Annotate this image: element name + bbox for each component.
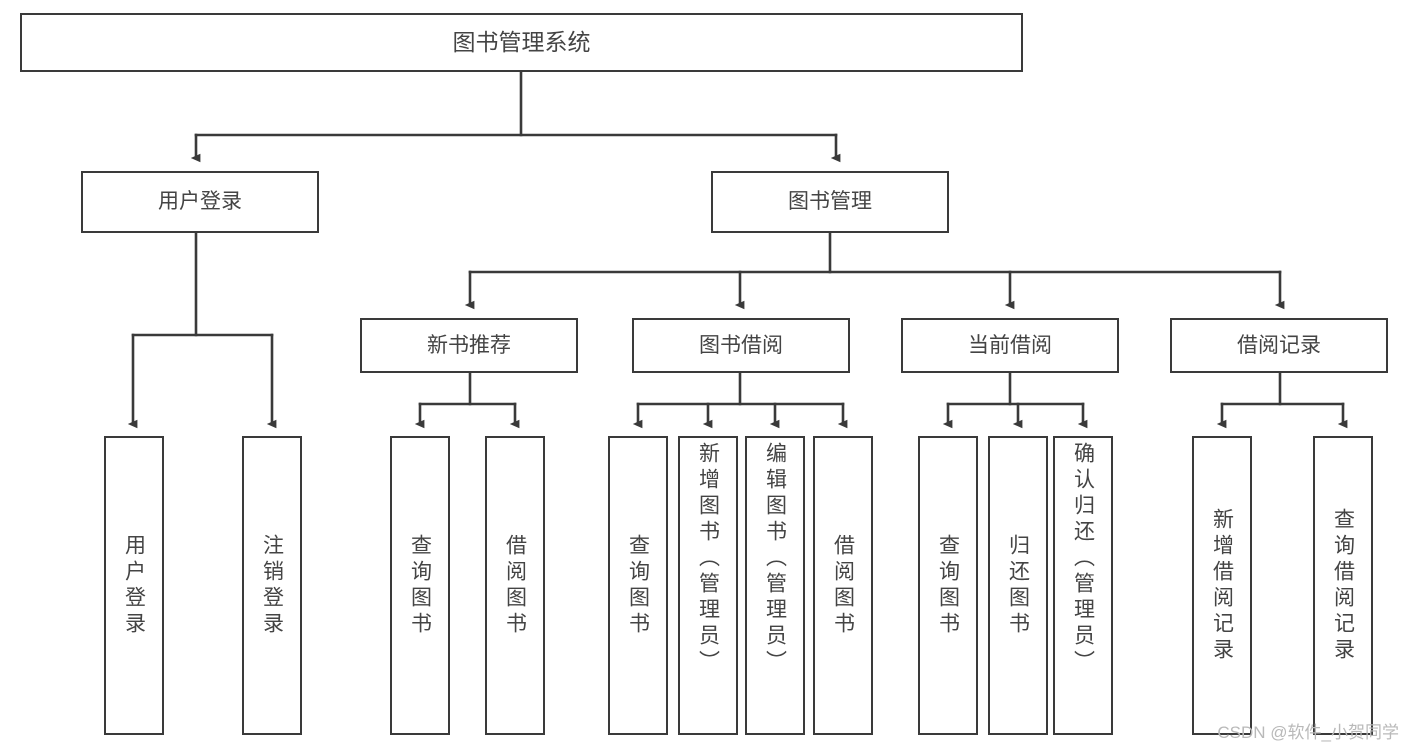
leaf-current-query-book-label: 查询图书	[936, 533, 960, 638]
node-new-book-recommend-label: 新书推荐	[427, 333, 511, 357]
leaf-borrow-edit-book-label: 编辑图书（管理员）	[763, 442, 787, 676]
node-book-management-label: 图书管理	[788, 190, 872, 214]
leaf-borrow-query-book-label: 查询图书	[626, 533, 650, 638]
leaf-borrow-query-book[interactable]: 查询图书	[608, 436, 668, 735]
node-user-login[interactable]: 用户登录	[81, 171, 319, 233]
leaf-borrow-add-book-label: 新增图书（管理员）	[696, 442, 720, 676]
node-current-borrow-label: 当前借阅	[968, 333, 1052, 357]
leaf-current-confirm-return-label: 确认归还（管理员）	[1071, 442, 1095, 676]
leaf-recommend-query-book-label: 查询图书	[408, 533, 432, 638]
leaf-record-query-label: 查询借阅记录	[1331, 507, 1355, 664]
leaf-current-return-book-label: 归还图书	[1006, 533, 1030, 638]
leaf-logout-label: 注销登录	[260, 533, 284, 638]
leaf-user-login-label: 用户登录	[122, 533, 146, 638]
leaf-borrow-edit-book[interactable]: 编辑图书（管理员）	[745, 436, 805, 735]
node-book-management[interactable]: 图书管理	[711, 171, 949, 233]
leaf-borrow-add-book[interactable]: 新增图书（管理员）	[678, 436, 738, 735]
csdn-watermark: CSDN @软件_小贺同学	[1217, 723, 1399, 742]
leaf-recommend-query-book[interactable]: 查询图书	[390, 436, 450, 735]
node-borrow-record[interactable]: 借阅记录	[1170, 318, 1388, 373]
leaf-current-query-book[interactable]: 查询图书	[918, 436, 978, 735]
leaf-record-query[interactable]: 查询借阅记录	[1313, 436, 1373, 735]
leaf-recommend-borrow-book[interactable]: 借阅图书	[485, 436, 545, 735]
leaf-borrow-borrow-book-label: 借阅图书	[831, 533, 855, 638]
node-current-borrow[interactable]: 当前借阅	[901, 318, 1119, 373]
leaf-current-return-book[interactable]: 归还图书	[988, 436, 1048, 735]
node-book-borrow-label: 图书借阅	[699, 333, 783, 357]
leaf-recommend-borrow-book-label: 借阅图书	[503, 533, 527, 638]
node-user-login-label: 用户登录	[158, 190, 242, 214]
leaf-current-confirm-return[interactable]: 确认归还（管理员）	[1053, 436, 1113, 735]
leaf-logout[interactable]: 注销登录	[242, 436, 302, 735]
node-borrow-record-label: 借阅记录	[1237, 333, 1321, 357]
leaf-user-login[interactable]: 用户登录	[104, 436, 164, 735]
node-root[interactable]: 图书管理系统	[20, 13, 1023, 72]
leaf-borrow-borrow-book[interactable]: 借阅图书	[813, 436, 873, 735]
node-new-book-recommend[interactable]: 新书推荐	[360, 318, 578, 373]
node-book-borrow[interactable]: 图书借阅	[632, 318, 850, 373]
leaf-record-add-label: 新增借阅记录	[1210, 507, 1234, 664]
leaf-record-add[interactable]: 新增借阅记录	[1192, 436, 1252, 735]
node-root-label: 图书管理系统	[452, 28, 591, 55]
